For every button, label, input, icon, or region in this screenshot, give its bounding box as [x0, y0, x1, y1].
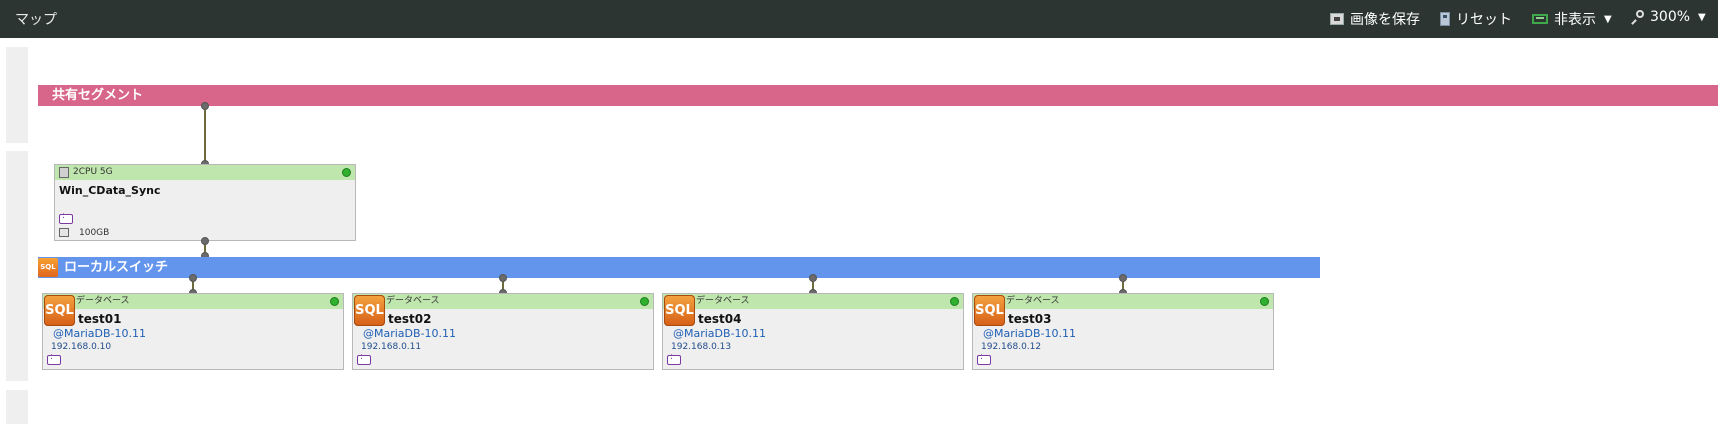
database-engine: @MariaDB-10.11 — [983, 327, 1077, 340]
chevron-down-icon: ▼ — [1698, 11, 1706, 23]
server-node-header: 2CPU 5G — [55, 165, 355, 180]
chevron-down-icon: ▼ — [1604, 13, 1612, 25]
sql-icon: SQL — [38, 258, 58, 277]
database-node-header: データベース — [353, 294, 653, 309]
port-dot[interactable] — [499, 274, 507, 282]
database-node[interactable]: データベース SQL test04 @MariaDB-10.11 192.168… — [662, 293, 964, 370]
connector-line — [1122, 278, 1124, 293]
database-node-header: データベース — [973, 294, 1273, 309]
database-node[interactable]: データベース SQL test02 @MariaDB-10.11 192.168… — [352, 293, 654, 370]
database-node[interactable]: データベース SQL test03 @MariaDB-10.11 192.168… — [972, 293, 1274, 370]
local-switch-bar[interactable]: SQL ローカルスイッチ — [38, 257, 1320, 278]
port-dot[interactable] — [201, 102, 209, 110]
status-running-icon — [950, 297, 959, 306]
hide-label: 非表示 — [1554, 12, 1596, 28]
rail-segment — [6, 151, 28, 381]
reset-icon — [1440, 12, 1450, 26]
zoom-label: 300% — [1650, 9, 1691, 25]
magnifier-icon — [1630, 10, 1644, 24]
hide-icon — [1532, 14, 1548, 24]
database-type: データベース — [696, 296, 750, 306]
save-image-label: 画像を保存 — [1350, 12, 1420, 28]
database-name: test04 — [698, 312, 742, 326]
server-icon — [59, 167, 69, 178]
database-node[interactable]: データベース SQL test01 @MariaDB-10.11 192.168… — [42, 293, 344, 370]
status-running-icon — [342, 168, 351, 177]
segment-label: 共有セグメント — [52, 88, 144, 103]
database-engine: @MariaDB-10.11 — [53, 327, 147, 340]
database-name: test02 — [388, 312, 432, 326]
reset-label: リセット — [1456, 12, 1512, 28]
shared-segment-bar[interactable]: 共有セグメント — [38, 85, 1718, 106]
database-name: test01 — [78, 312, 122, 326]
zoom-dropdown[interactable]: 300% ▼ — [1630, 9, 1706, 25]
database-ip: 192.168.0.13 — [671, 342, 732, 352]
database-ip: 192.168.0.10 — [51, 342, 112, 352]
rail-segment — [6, 390, 28, 424]
sql-icon: SQL — [974, 295, 1005, 326]
sql-icon: SQL — [354, 295, 385, 326]
switch-label: ローカルスイッチ — [64, 260, 169, 275]
database-ip: 192.168.0.11 — [361, 342, 422, 352]
panel-title: マップ — [15, 12, 57, 28]
port-dot[interactable] — [809, 274, 817, 282]
disk-size: 100GB — [79, 228, 110, 238]
nic-icon[interactable] — [667, 352, 681, 365]
database-ip: 192.168.0.12 — [981, 342, 1042, 352]
rail-segment — [6, 47, 28, 143]
server-name: Win_CData_Sync — [59, 184, 161, 197]
status-running-icon — [1260, 297, 1269, 306]
sql-icon: SQL — [664, 295, 695, 326]
port-dot[interactable] — [189, 274, 197, 282]
status-running-icon — [640, 297, 649, 306]
database-engine: @MariaDB-10.11 — [363, 327, 457, 340]
database-type: データベース — [1006, 296, 1060, 306]
database-engine: @MariaDB-10.11 — [673, 327, 767, 340]
canvas-left-rail — [0, 38, 28, 424]
server-node[interactable]: 2CPU 5G Win_CData_Sync 100GB — [54, 164, 356, 241]
save-image-button[interactable]: 画像を保存 — [1330, 9, 1420, 29]
nic-icon[interactable] — [59, 211, 73, 224]
connector-line — [192, 278, 194, 293]
connector-line — [502, 278, 504, 293]
port-dot[interactable] — [201, 237, 209, 245]
connector-line — [204, 106, 206, 164]
hide-dropdown[interactable]: 非表示 ▼ — [1532, 9, 1612, 29]
database-type: データベース — [76, 296, 130, 306]
port-dot[interactable] — [1119, 274, 1127, 282]
database-name: test03 — [1008, 312, 1052, 326]
database-node-header: データベース — [663, 294, 963, 309]
save-image-icon — [1330, 13, 1344, 25]
map-toolbar: マップ 画像を保存 リセット 非表示 ▼ 300% ▼ — [0, 0, 1718, 38]
nic-icon[interactable] — [47, 352, 61, 365]
nic-icon[interactable] — [357, 352, 371, 365]
database-node-header: データベース — [43, 294, 343, 309]
reset-button[interactable]: リセット — [1440, 9, 1512, 29]
connector-line — [204, 241, 206, 257]
status-running-icon — [330, 297, 339, 306]
disk-icon — [59, 228, 69, 237]
nic-icon[interactable] — [977, 352, 991, 365]
connector-line — [812, 278, 814, 293]
database-type: データベース — [386, 296, 440, 306]
server-spec: 2CPU 5G — [73, 167, 113, 177]
sql-icon: SQL — [44, 295, 75, 326]
